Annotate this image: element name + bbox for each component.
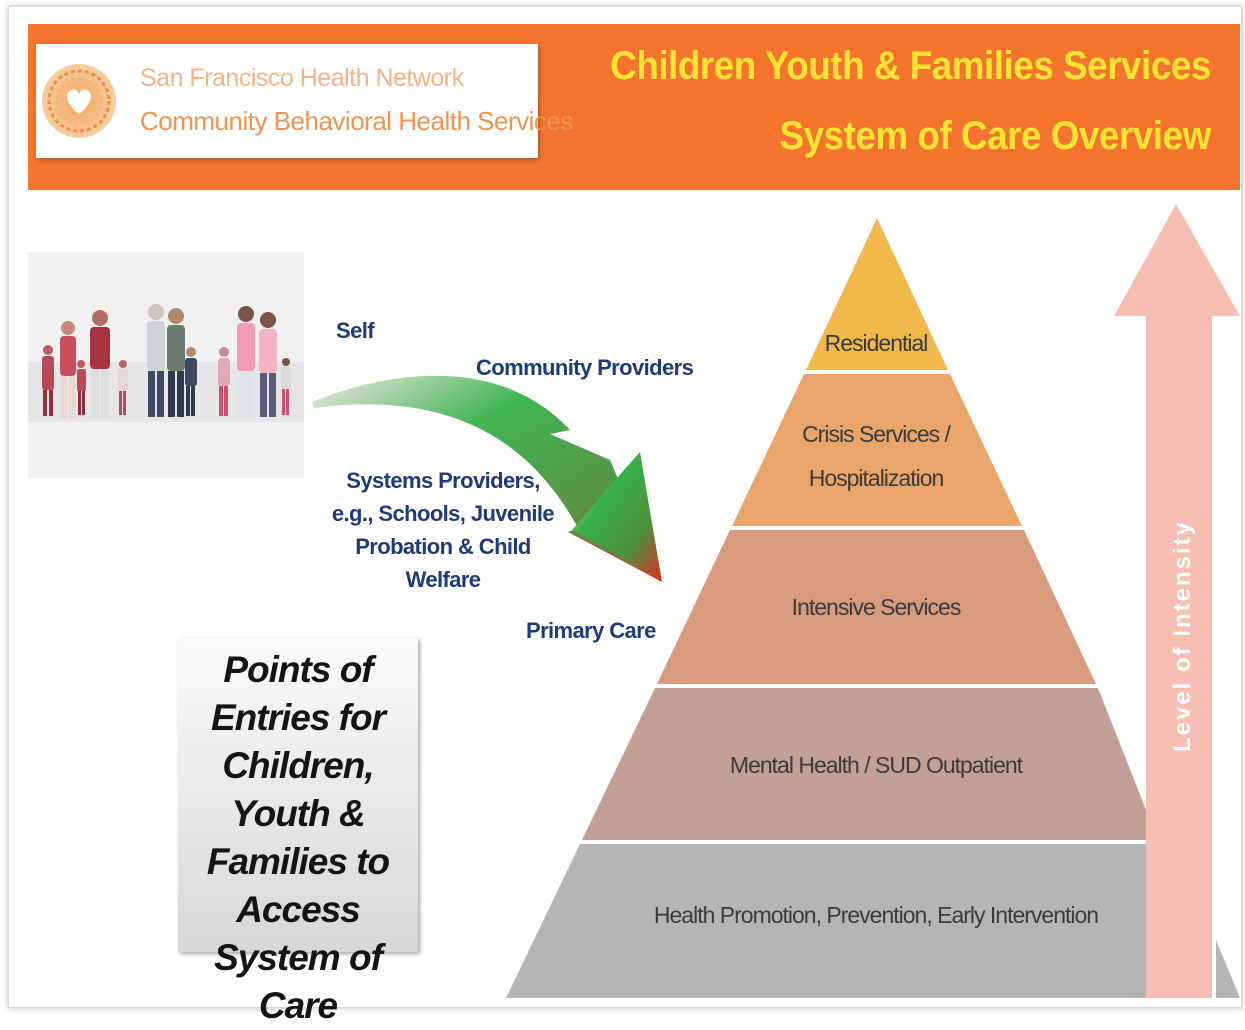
family-icon [28,304,304,422]
tier-outpatient-label: Mental Health / SUD Outpatient [729,752,1023,778]
entry-arrow-icon [312,375,662,582]
entry-systems-label: Systems Providers, e.g., Schools, Juveni… [331,468,555,592]
tier-crisis-label: Crisis Services / Hospitalization [802,421,951,491]
tier-crisis-shape [732,374,1022,526]
family-illustration [28,252,304,478]
intensity-arrow-icon [1114,204,1240,998]
entry-primary-care-label: Primary Care [526,618,656,643]
tier-intensive-label: Intensive Services [791,594,962,620]
entry-self-label: Self [336,318,375,343]
logo-department-name: Community Behavioral Health Services [140,106,573,136]
logo-network-name: San Francisco Health Network [140,64,464,92]
tier-intensive-shape [657,530,1096,684]
page-subtitle: System of Care Overview [779,114,1212,158]
sfhn-logo-icon [42,64,116,138]
points-of-entry-box: Points of Entries for Children, Youth & … [178,638,418,1026]
tier-prevention-shape [506,844,1150,998]
tier-outpatient-shape [582,688,1150,840]
page-title: Children Youth & Families Services [610,44,1211,88]
logo-box: San Francisco Health Network Community B… [36,44,573,158]
entry-community-label: Community Providers [476,355,694,380]
points-of-entry-text: Points of Entries for Children, Youth & … [206,649,390,1026]
intensity-label: Level of Intensity [1169,519,1196,753]
tier-residential-shape [806,218,948,370]
tier-prevention-label: Health Promotion, Prevention, Early Inte… [653,902,1099,928]
tier-residential-label: Residential [824,330,929,356]
